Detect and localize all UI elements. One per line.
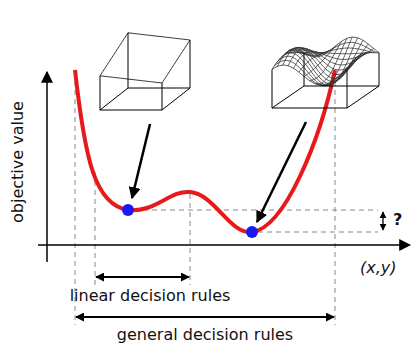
linear-range-arrow: [96, 276, 189, 278]
axes: [38, 72, 410, 262]
frame-edge: [304, 53, 305, 86]
frame-base: [272, 86, 379, 108]
pointer-arrow: [132, 124, 150, 198]
mesh-line: [162, 40, 190, 83]
axis-label: (x,y): [360, 259, 397, 277]
frame-edge: [100, 76, 101, 110]
axis-label: objective value: [9, 101, 27, 223]
gap-label: ?: [393, 211, 402, 229]
frame-edge: [128, 33, 129, 88]
general-optimum-dot: [246, 226, 258, 238]
general-range-arrow: [76, 316, 334, 318]
general-rule-sketch: [272, 37, 379, 108]
frame-base: [100, 88, 190, 110]
mesh-line: [304, 37, 379, 57]
frame-edge: [190, 40, 191, 88]
mesh-line: [336, 44, 368, 78]
frame-edge: [379, 53, 380, 86]
frame-edge: [347, 69, 348, 108]
mesh-line: [100, 76, 162, 83]
frame-edge: [162, 83, 163, 110]
linear-rule-sketch: [100, 33, 190, 110]
mesh-line: [347, 52, 379, 69]
objective-curve: [75, 70, 335, 232]
frame-edge: [272, 69, 273, 108]
linear-optimum-dot: [122, 204, 134, 216]
pointer-arrow: [257, 122, 306, 222]
mesh-line: [100, 33, 128, 76]
gap-arrow: [382, 212, 383, 230]
range-label: linear decision rules: [70, 287, 231, 305]
mesh-line: [128, 33, 190, 40]
range-label: general decision rules: [117, 326, 293, 344]
